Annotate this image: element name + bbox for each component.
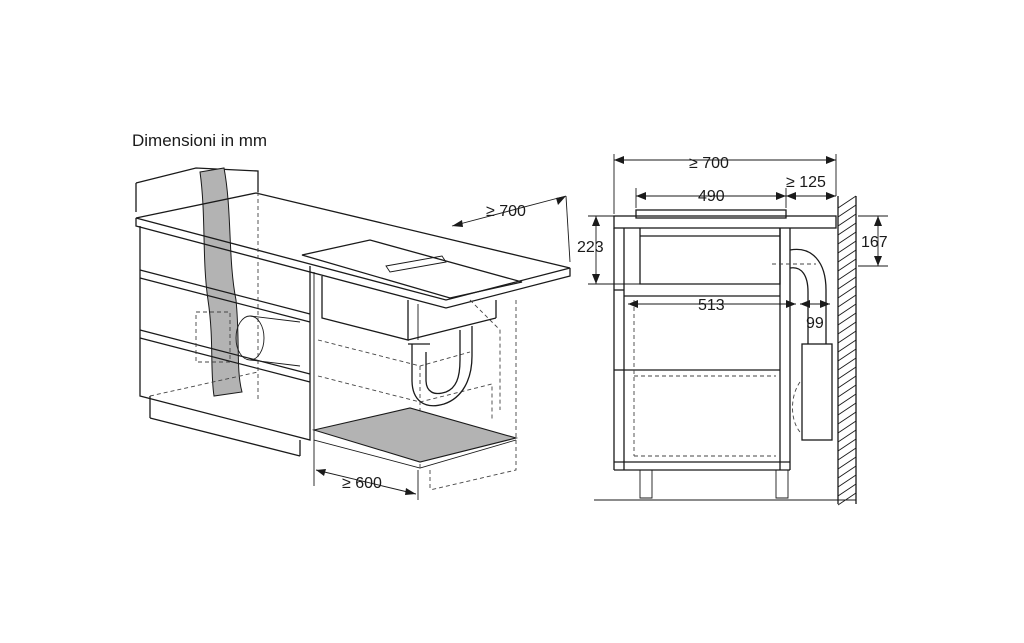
height-dimension: 223 bbox=[577, 215, 640, 285]
worktop bbox=[135, 192, 571, 309]
wall-hatch-line bbox=[837, 330, 857, 344]
hob-depth-dimension: 490 bbox=[635, 188, 787, 208]
diagram-title: Dimensioni in mm bbox=[132, 131, 268, 150]
inner-depth-dimension: 513 bbox=[628, 297, 796, 314]
wall-hatch-line bbox=[837, 429, 857, 443]
overall-depth-label: ≥ 700 bbox=[689, 155, 729, 172]
wall-hatch-line bbox=[837, 276, 857, 290]
wall-hatch-line bbox=[837, 195, 857, 209]
duct-elbow bbox=[772, 248, 833, 441]
wall-hatch-line bbox=[837, 402, 857, 416]
flex-duct bbox=[195, 311, 301, 367]
wall-hatch-line bbox=[837, 222, 857, 236]
back-wall bbox=[135, 167, 259, 212]
wall-hatch-line bbox=[837, 474, 857, 488]
wall-hatch-line bbox=[837, 213, 857, 227]
duct-height-dimension: 167 bbox=[858, 215, 888, 267]
wall-hatch-line bbox=[837, 294, 857, 308]
isometric-view: ≥ 700 ≥ 600 bbox=[135, 167, 571, 500]
worktop-section bbox=[613, 215, 837, 229]
depth-label-left: ≥ 700 bbox=[486, 203, 526, 220]
hob-depth-label: 490 bbox=[698, 188, 725, 205]
wall-hatch-line bbox=[837, 456, 857, 470]
wall-hatch-line bbox=[837, 447, 857, 461]
wall-hatch-line bbox=[837, 420, 857, 434]
hob-body bbox=[635, 209, 787, 285]
wall-hatch-line bbox=[837, 492, 857, 506]
wall-hatch-line bbox=[837, 312, 857, 326]
wall-hatch-line bbox=[837, 366, 857, 380]
duct-height-label: 167 bbox=[861, 234, 888, 251]
wall-hatch-line bbox=[837, 483, 857, 497]
extractor-module bbox=[321, 276, 497, 407]
rear-gap-label: ≥ 125 bbox=[786, 174, 826, 191]
wall-hatch-line bbox=[837, 321, 857, 335]
wall-hatch-line bbox=[837, 267, 857, 281]
width-dimension-left: ≥ 600 bbox=[313, 440, 419, 500]
wall-hatch-line bbox=[837, 438, 857, 452]
height-label: 223 bbox=[577, 239, 604, 256]
base-plate bbox=[311, 407, 519, 463]
wall-hatch-line bbox=[837, 348, 857, 362]
base-cabinet bbox=[139, 192, 311, 457]
depth-dimension-left: ≥ 700 bbox=[451, 195, 571, 263]
wall-hatch-line bbox=[837, 357, 857, 371]
rear-gap-dimension: ≥ 125 bbox=[786, 174, 836, 200]
cabinet-section bbox=[594, 228, 856, 501]
section-view: ≥ 700 490 ≥ 125 bbox=[577, 154, 888, 506]
wall bbox=[837, 195, 857, 506]
wall-hatch-line bbox=[837, 375, 857, 389]
wall-hatch-line bbox=[837, 384, 857, 398]
duct-offset-label: 99 bbox=[806, 315, 824, 332]
wall-hatch-line bbox=[837, 303, 857, 317]
wall-hatch-line bbox=[837, 285, 857, 299]
width-label-left: ≥ 600 bbox=[342, 475, 382, 492]
wall-hatch-line bbox=[837, 204, 857, 218]
overall-depth-dimension: ≥ 700 bbox=[613, 154, 837, 214]
duct-offset-dimension: 99 bbox=[800, 300, 830, 332]
wall-hatch-line bbox=[837, 465, 857, 479]
wall-hatch-line bbox=[837, 231, 857, 245]
inner-depth-label: 513 bbox=[698, 297, 725, 314]
wall-hatch-line bbox=[837, 240, 857, 254]
cooktop bbox=[301, 239, 523, 299]
wall-hatch-line bbox=[837, 411, 857, 425]
vertical-duct-left bbox=[199, 167, 243, 397]
wall-hatch-line bbox=[837, 339, 857, 353]
wall-hatch-line bbox=[837, 249, 857, 263]
wall-hatch-line bbox=[837, 258, 857, 272]
wall-hatch-line bbox=[837, 393, 857, 407]
